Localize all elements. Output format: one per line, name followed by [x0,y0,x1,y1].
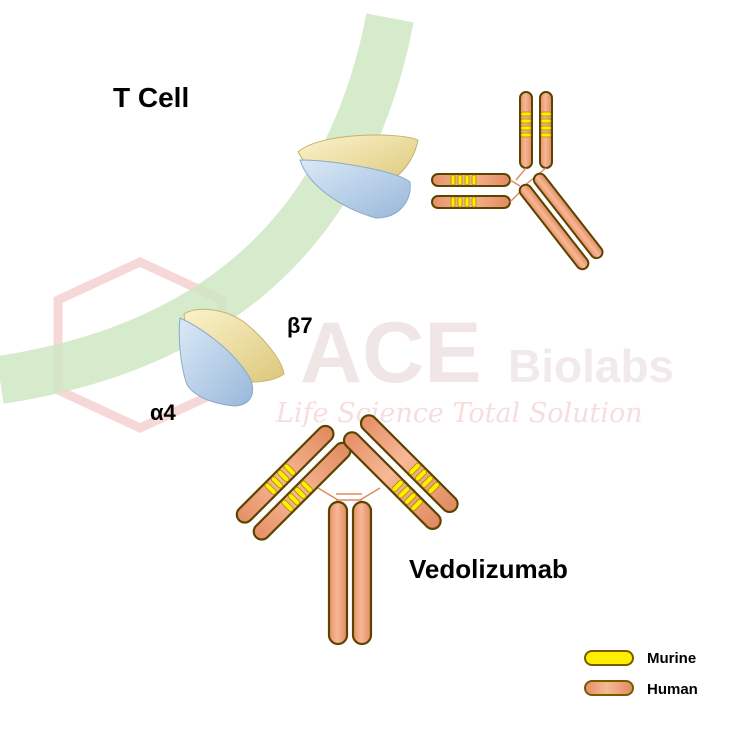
murine-cdr-stripes [520,111,552,138]
antibody-fc-chain [327,500,349,646]
antibody-fc [518,172,604,271]
integrin-alpha4-icon [299,159,411,219]
integrin-alpha4-icon [178,317,254,407]
antibody-chain [431,173,511,187]
t-cell-membrane [0,13,414,404]
alpha4-label: α4 [150,400,177,425]
legend-swatch-murine [584,650,634,666]
watermark-brand-main: ACE [300,305,482,401]
legend-label-human: Human [647,681,698,698]
hinge [317,487,381,501]
antibody-icon [235,414,459,646]
antibody-fc-chain [351,500,373,646]
legend-label-murine: Murine [647,650,696,667]
beta7-label: β7 [287,313,313,338]
watermark-tagline: Life Science Total Solution [275,398,643,429]
fab-right [342,414,459,531]
antibody-chain [431,195,511,209]
murine-cdr-stripes [450,174,477,208]
watermark: ACE Biolabs Life Science Total Solution [53,257,674,433]
fab-left [235,424,352,541]
integrin-lower [178,308,285,407]
legend: Murine Human [584,650,698,698]
antibody-label: Vedolizumab [409,554,568,584]
watermark-brand-sub: Biolabs [508,340,674,392]
integrin-upper [297,134,419,219]
t-cell-label: T Cell [113,82,189,113]
antibody-small [431,91,604,271]
legend-swatch-human [584,680,634,696]
